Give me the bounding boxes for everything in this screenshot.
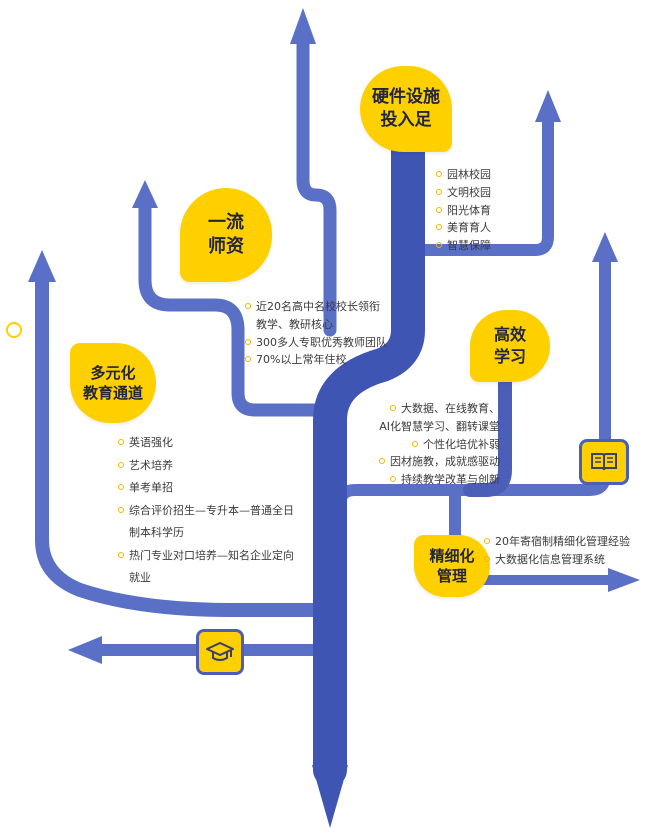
- list-item: 英语强化: [118, 432, 294, 455]
- list-item: 大数据、在线教育、: [352, 400, 500, 418]
- diverse-list: 英语强化 艺术培养 单考单招 综合评价招生—专升本—普通全日 制本科学历 热门专…: [118, 432, 294, 590]
- list-item: 智慧保障: [436, 237, 491, 255]
- trunk: [313, 133, 425, 787]
- arrowhead-top-center: [290, 8, 316, 44]
- branch-teachers: [138, 198, 337, 417]
- list-item: 制本科学历: [129, 526, 184, 540]
- efficient-title-line2: 学习: [493, 347, 526, 366]
- efficient-list: 大数据、在线教育、 AI化智慧学习、翻转课堂 个性化培优补弱 因材施教，成就感驱…: [352, 400, 500, 489]
- arrowhead-teachers: [132, 180, 158, 208]
- trunk-tip: [312, 765, 348, 828]
- list-item: 园林校园: [436, 166, 491, 184]
- list-item: 个性化培优补弱: [352, 436, 500, 454]
- list-item: 教学、教研核心: [256, 317, 333, 331]
- refined-title-line1: 精细化: [429, 546, 475, 565]
- branch-diverse: [35, 273, 332, 617]
- hardware-title: 硬件设施 投入足: [360, 66, 452, 152]
- book-icon: [579, 439, 629, 485]
- diverse-title-line2: 教育通道: [82, 384, 143, 402]
- hardware-title-line1: 硬件设施: [372, 87, 440, 108]
- hardware-title-line2: 投入足: [380, 110, 432, 130]
- arrowhead-diverse: [28, 250, 56, 282]
- arrowhead-refined: [608, 568, 640, 592]
- arrowhead-cap: [68, 636, 102, 664]
- efficient-title-line1: 高效: [493, 325, 526, 345]
- teachers-title-line2: 师资: [208, 236, 244, 257]
- list-item: 20年寄宿制精细化管理经验: [484, 533, 630, 551]
- list-item: 热门专业对口培养—知名企业定向: [118, 545, 294, 568]
- list-item: 阳光体育: [436, 202, 491, 220]
- efficient-title: 高效 学习: [470, 310, 550, 382]
- list-item: 单考单招: [118, 477, 294, 500]
- graduation-cap-icon: [196, 629, 244, 675]
- refined-title: 精细化 管理: [414, 535, 490, 597]
- arrowhead-hardware: [535, 90, 561, 122]
- list-item: 文明校园: [436, 184, 491, 202]
- teachers-title-line1: 一流: [208, 211, 244, 233]
- teachers-title: 一流 师资: [180, 188, 272, 282]
- graduation-cap-glyph: [206, 642, 234, 661]
- list-item: 大数据化信息管理系统: [484, 551, 630, 569]
- branch-top-center: [296, 33, 337, 337]
- branch-efficient: [463, 358, 512, 497]
- book-icon-glyph: [591, 453, 617, 471]
- ring-icon: [6, 322, 22, 338]
- refined-title-line2: 管理: [436, 567, 467, 585]
- list-item: 70%以上常年住校: [245, 351, 387, 369]
- diverse-title-line1: 多元化: [90, 363, 136, 382]
- list-item: AI化智慧学习、翻转课堂: [379, 419, 500, 433]
- list-item: 就业: [129, 571, 151, 585]
- list-item: 综合评价招生—专升本—普通全日: [118, 500, 294, 523]
- arrowhead-book: [592, 232, 618, 262]
- list-item: 美育育人: [436, 219, 491, 237]
- list-item: 近20名高中名校校长领衔: [245, 298, 387, 316]
- teachers-list: 近20名高中名校校长领衔 教学、教研核心 300多人专职优秀教师团队 70%以上…: [245, 298, 387, 369]
- list-item: 300多人专职优秀教师团队: [245, 334, 387, 352]
- refined-list: 20年寄宿制精细化管理经验 大数据化信息管理系统: [484, 533, 630, 569]
- list-item: 持续教学改革与创新: [352, 471, 500, 489]
- diverse-title: 多元化 教育通道: [70, 343, 156, 423]
- list-item: 艺术培养: [118, 455, 294, 478]
- hardware-list: 园林校园 文明校园 阳光体育 美育育人 智慧保障: [436, 166, 491, 255]
- list-item: 因材施教，成就感驱动: [352, 453, 500, 471]
